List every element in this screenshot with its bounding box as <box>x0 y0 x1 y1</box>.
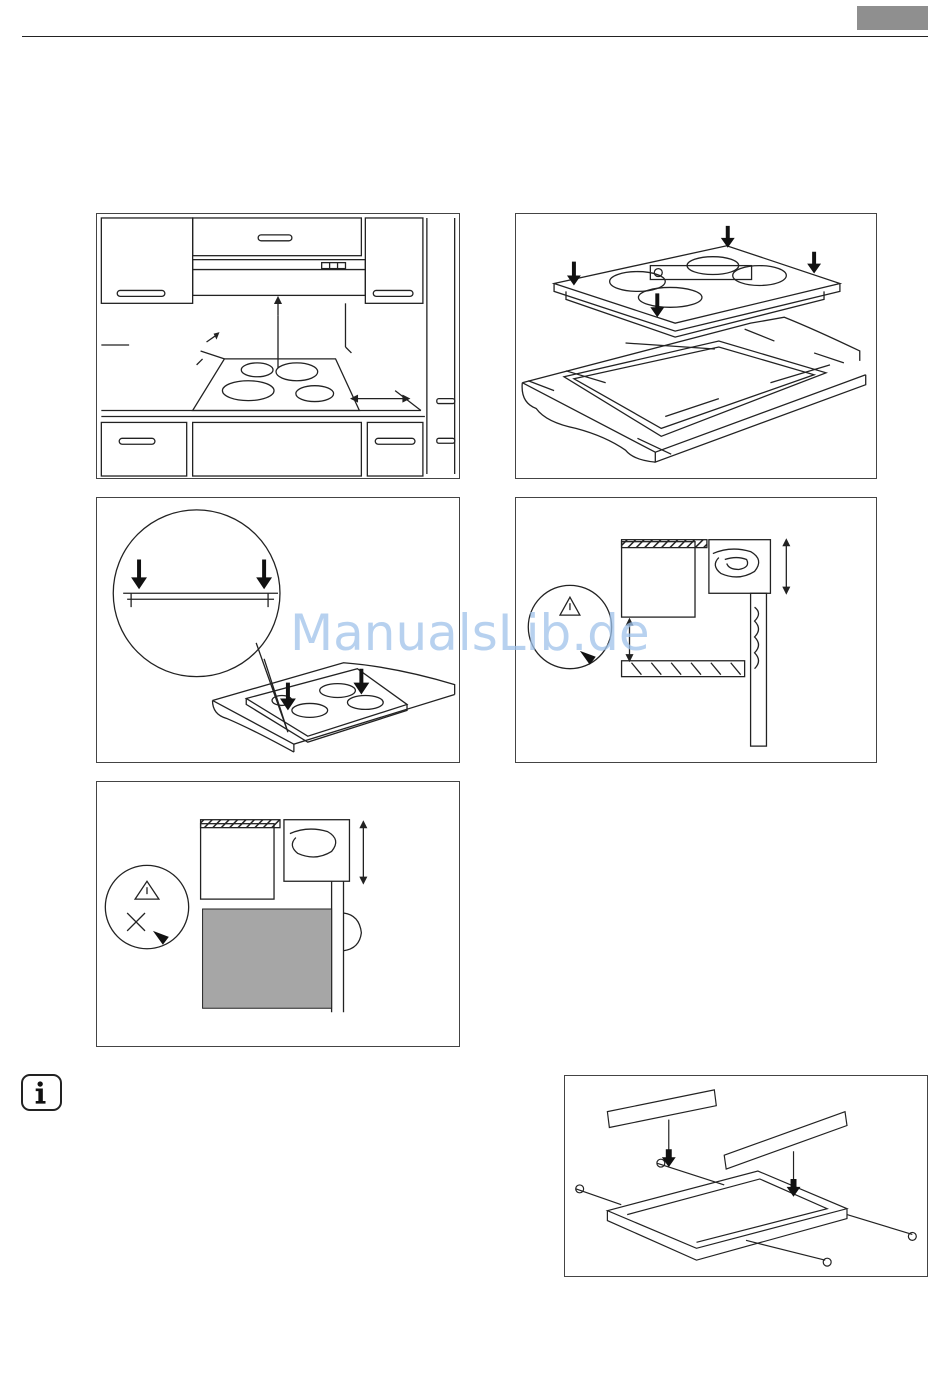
figure-kitchen-clearances <box>96 213 460 479</box>
figure-oven-clearance <box>96 781 460 1047</box>
hob-lowered-into-cutout-illustration <box>516 214 876 478</box>
oven-below-worktop-illustration <box>97 782 459 1046</box>
info-icon <box>21 1074 62 1111</box>
watermark: ManualsLib.de <box>290 604 650 662</box>
header-rule <box>22 36 928 37</box>
figure-protection-box <box>564 1075 928 1277</box>
figure-hob-placement <box>515 213 877 479</box>
hob-in-kitchen-illustration <box>97 214 459 478</box>
page-tab <box>857 6 928 30</box>
protection-box-assembly-illustration <box>565 1076 927 1276</box>
